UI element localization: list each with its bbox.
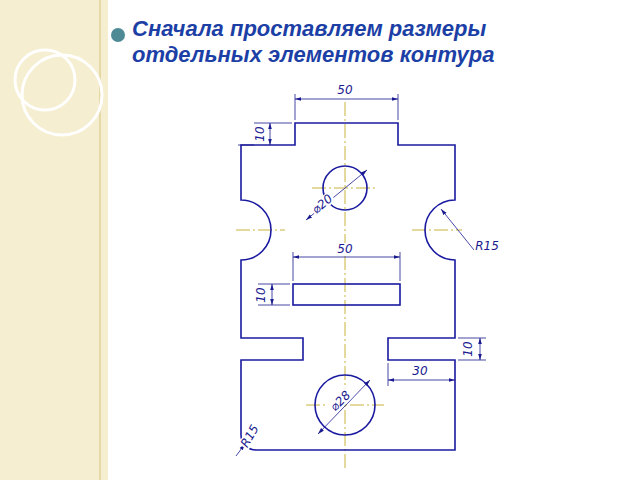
dimension-label: 50: [336, 84, 353, 96]
dimension-label: 10: [462, 340, 474, 357]
bullet: [111, 28, 125, 42]
dimension-label: 30: [411, 365, 428, 377]
panel-stripe: [99, 0, 101, 480]
dimension-label: 10: [255, 286, 267, 303]
dimension-label: R15: [474, 240, 500, 252]
dimension-label: 50: [336, 243, 353, 255]
panel-ring: [22, 55, 102, 135]
dimension-label: ⌀28: [327, 388, 353, 414]
part-outline: [241, 123, 455, 450]
dimension-lines: [236, 94, 486, 456]
center-lines: [236, 102, 462, 470]
panel-ring: [15, 50, 75, 110]
side-panel: [0, 0, 108, 480]
slide-title: Сначала проставляем размеры отдельных эл…: [132, 16, 532, 68]
dimension-label: ⌀20: [309, 192, 335, 217]
dimension-label: R15: [238, 422, 261, 450]
dimension-label: 10: [254, 125, 266, 142]
